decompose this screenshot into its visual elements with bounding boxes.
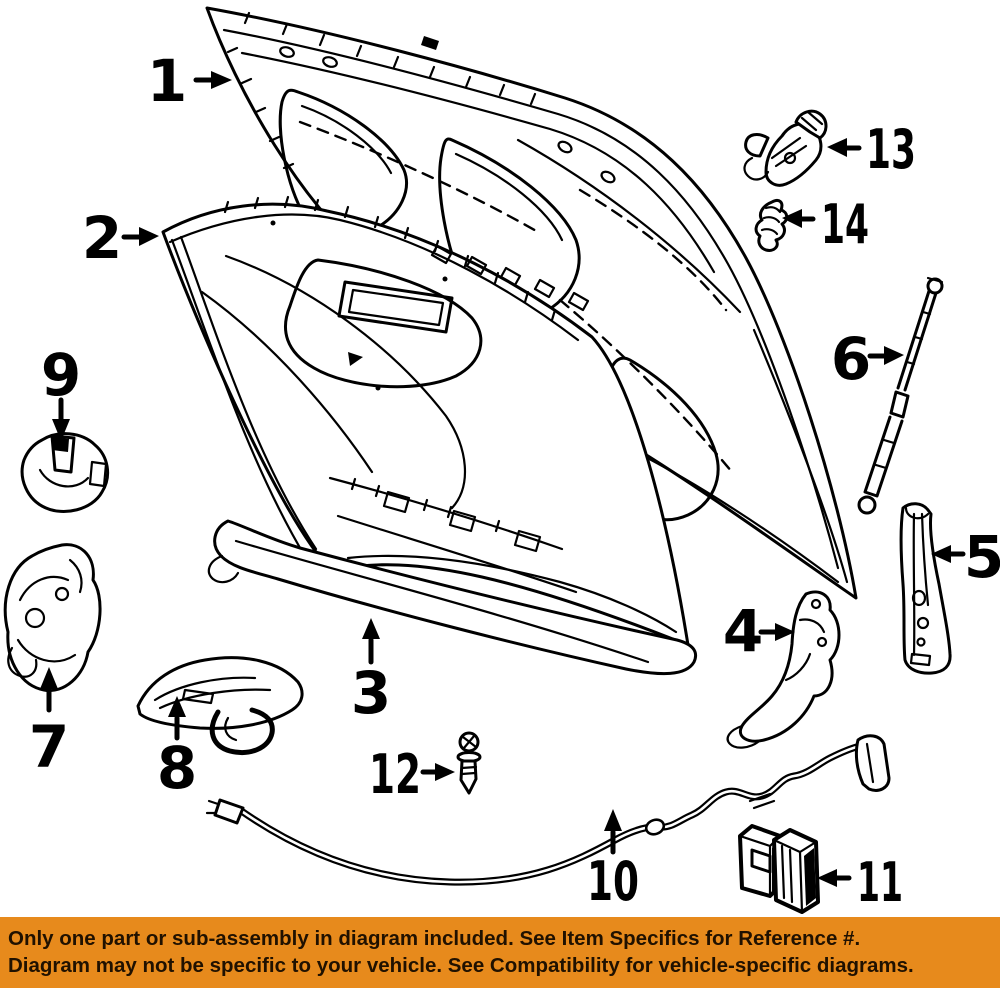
callout-8-arrowhead-icon: [168, 696, 186, 717]
callout-14: 14: [782, 193, 869, 256]
callout-7-label: 7: [29, 713, 69, 781]
callout-11: 11: [817, 851, 903, 914]
hood-exploded-parts-diagram: 1 2 3 4 5: [3, 6, 1000, 914]
callout-14-label: 14: [821, 193, 869, 256]
callout-14-arrowhead-icon: [782, 209, 802, 228]
callout-7: 7: [29, 667, 69, 781]
callout-5: 5: [931, 523, 1000, 591]
part-13-switch-drawing: [743, 109, 828, 187]
callout-8-label: 8: [157, 734, 197, 802]
callout-6: 6: [831, 325, 904, 393]
callout-1-label: 1: [147, 47, 187, 115]
callout-4-arrowhead-icon: [775, 623, 795, 641]
callout-2-arrowhead-icon: [139, 227, 159, 246]
part-7-latch-drawing: [3, 543, 102, 693]
callout-2-label: 2: [82, 204, 122, 272]
part-11-lock-drawing: [738, 824, 820, 914]
callout-2: 2: [82, 204, 159, 272]
callout-9-arrowhead-icon: [52, 419, 70, 441]
part-2-inner-hood-panel-drawing: [161, 195, 690, 647]
callout-5-label: 5: [964, 523, 1000, 591]
callout-12-label: 12: [369, 743, 421, 806]
part-10-release-cable-drawing: [205, 734, 891, 886]
callouts: 1 2 3 4 5: [29, 47, 1000, 914]
callout-12-arrowhead-icon: [435, 763, 455, 781]
part-12-bolt-drawing: [456, 731, 482, 795]
callout-13-arrowhead-icon: [827, 138, 847, 157]
callout-3: 3: [351, 618, 391, 727]
callout-4-label: 4: [723, 597, 763, 665]
part-9-safety-catch-drawing: [20, 432, 110, 513]
part-6-lift-strut-drawing: [857, 276, 944, 515]
disclaimer-banner: Only one part or sub-assembly in diagram…: [0, 917, 1000, 988]
disclaimer-line-2: Diagram may not be specific to your vehi…: [8, 954, 914, 977]
callout-10-arrowhead-icon: [604, 809, 622, 831]
callout-13-label: 13: [866, 118, 916, 181]
callout-9-label: 9: [41, 341, 81, 409]
callout-3-arrowhead-icon: [362, 618, 380, 639]
part-3-seal-strip-drawing: [207, 519, 698, 676]
callout-1: 1: [147, 47, 232, 115]
callout-5-arrowhead-icon: [931, 545, 951, 563]
callout-1-arrowhead-icon: [211, 71, 232, 89]
callout-6-arrowhead-icon: [884, 346, 904, 365]
callout-3-label: 3: [351, 659, 391, 727]
callout-10: 10: [587, 809, 639, 913]
disclaimer-line-1: Only one part or sub-assembly in diagram…: [8, 927, 861, 950]
part-14-clip-drawing: [754, 198, 789, 252]
callout-13: 13: [827, 118, 916, 181]
part-4-hinge-drawing: [726, 590, 841, 749]
part-5-support-bracket-drawing: [899, 502, 952, 675]
callout-8: 8: [157, 696, 197, 802]
callout-12: 12: [369, 743, 455, 806]
callout-10-label: 10: [587, 850, 639, 913]
callout-11-label: 11: [857, 851, 903, 914]
callout-11-arrowhead-icon: [817, 869, 837, 887]
callout-6-label: 6: [831, 325, 871, 393]
callout-9: 9: [41, 341, 81, 441]
callout-7-arrowhead-icon: [40, 667, 58, 689]
callout-4: 4: [723, 597, 795, 665]
